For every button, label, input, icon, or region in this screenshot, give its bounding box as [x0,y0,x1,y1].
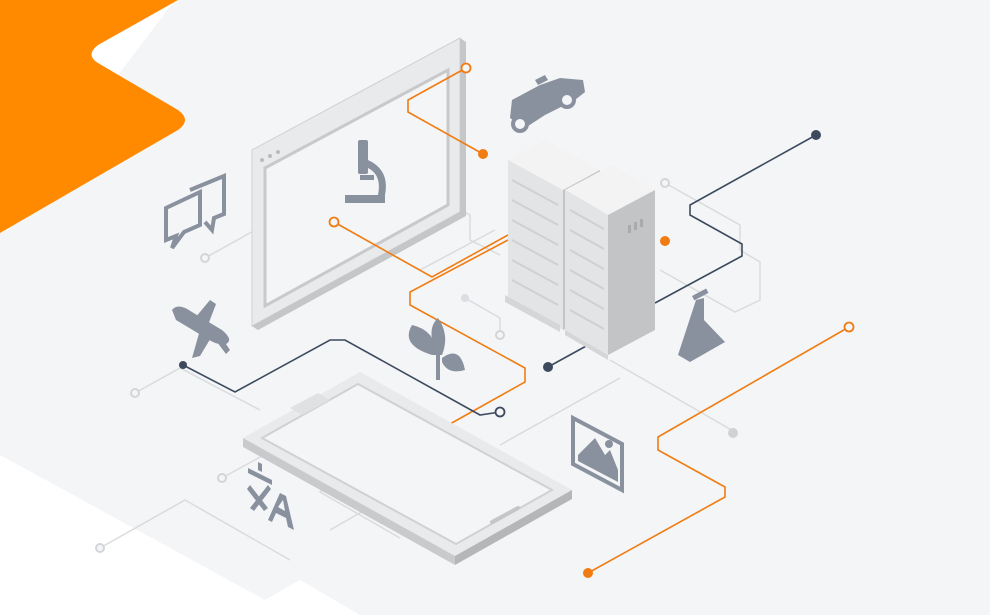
orange-nodes-filled [478,149,670,578]
navy-node [811,130,821,140]
light-node [461,294,469,302]
icons [164,75,725,530]
navy-circuit-lines [182,134,817,416]
translate-icon [247,462,294,530]
car-icon [510,75,585,133]
orange-accent-shape [0,0,185,233]
navy-node [179,361,187,369]
navy-node-hollow [494,406,506,418]
tablet [243,372,572,565]
airplane-icon [172,300,230,358]
leaf-icon [408,318,465,380]
image-icon [571,414,624,494]
server-icon [505,140,655,360]
microscope-icon [345,140,386,203]
flask-icon [678,288,725,362]
light-node [728,428,738,438]
orange-circuit-lines [333,67,850,574]
light-nodes [95,178,670,553]
navy-node [543,362,553,372]
chat-bubbles-icon [164,173,226,250]
